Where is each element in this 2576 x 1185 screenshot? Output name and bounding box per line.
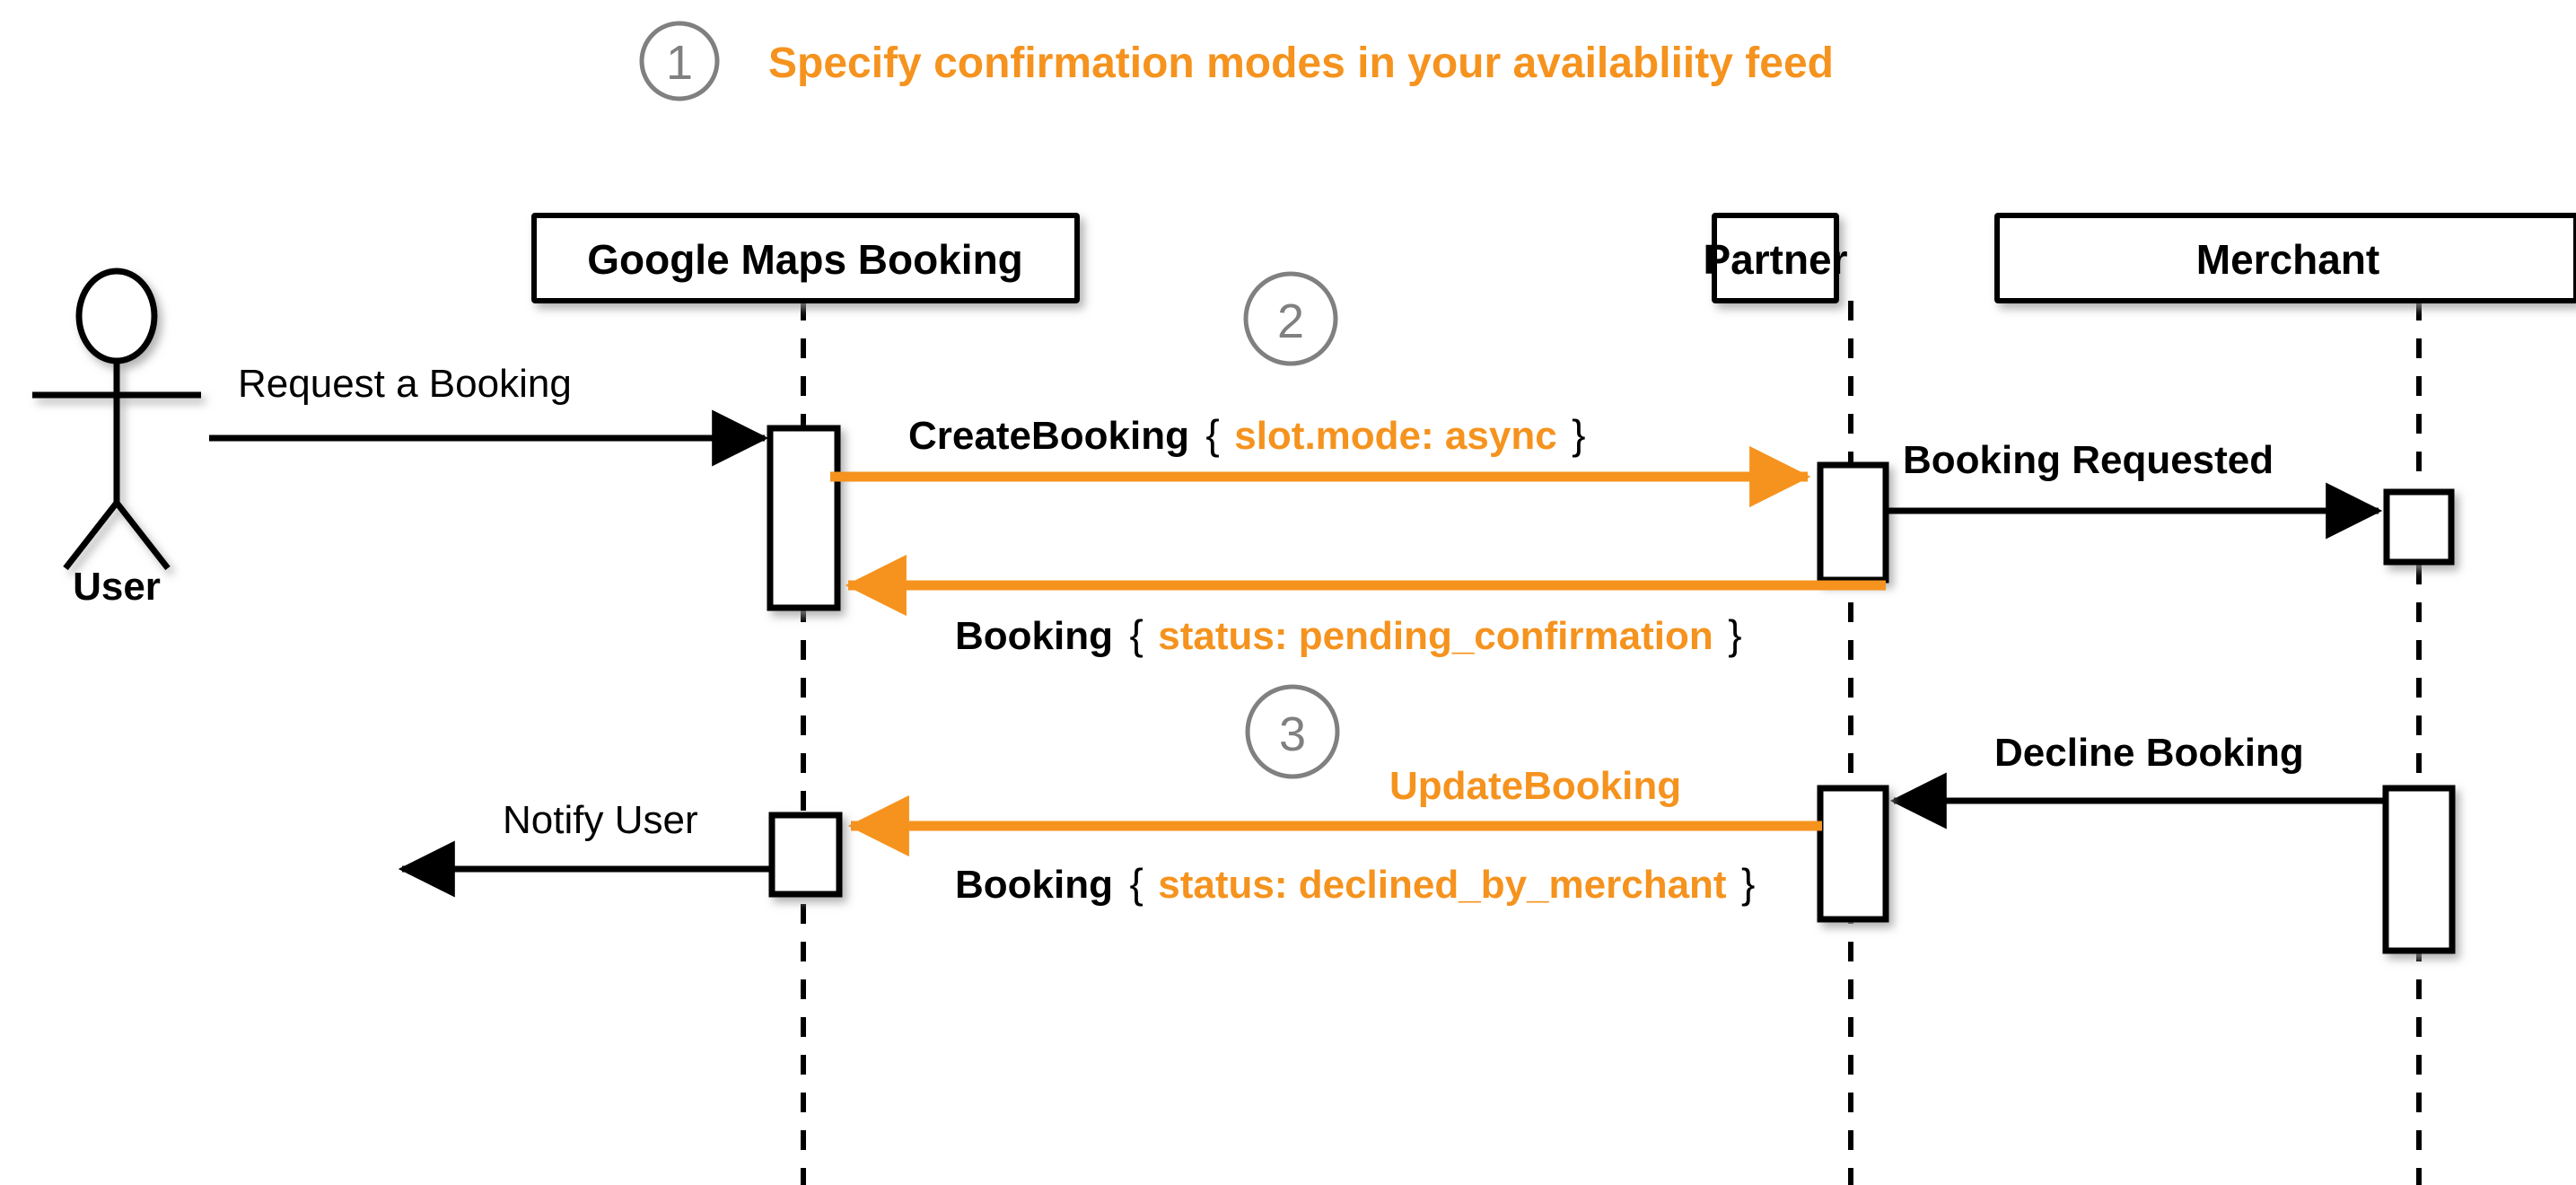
step-circle-2: [1243, 271, 1338, 366]
step-number-2: 2: [1277, 294, 1304, 348]
create-booking-brace-close: }: [1572, 411, 1585, 458]
lifeline-label-gmb: Google Maps Booking: [587, 236, 1023, 283]
step-circle-1: [639, 21, 720, 101]
actor-head-icon: [75, 268, 158, 364]
step-number-1: 1: [666, 36, 693, 90]
lifeline-header-merchant[interactable]: [1994, 213, 2576, 303]
step-number-3: 3: [1279, 707, 1306, 761]
lifeline-label-merchant: Merchant: [2196, 236, 2379, 283]
booking-declined-brace-close: }: [1741, 860, 1755, 907]
actor-user: User: [32, 268, 201, 609]
create-booking-name: CreateBooking: [908, 414, 1189, 458]
activation-box-partner-1: [1817, 461, 1889, 584]
lifeline-label-partner: Partner: [1703, 236, 1847, 283]
activation-merchant-1: [2383, 488, 2455, 566]
svg-text:Booking { stat: Booking { status: declined_by_merchant }: [955, 860, 1755, 907]
step-marker-1: 1: [639, 21, 720, 101]
create-booking-brace-open: {: [1205, 411, 1219, 458]
activation-gmb-2: [768, 812, 843, 898]
booking-declined-brace-open: {: [1129, 860, 1143, 907]
activation-box-merchant-2: [2382, 785, 2456, 954]
create-booking-params: slot.mode: async: [1234, 414, 1556, 458]
message-label-booking-pending: Booking { status: pending_confirmation }: [955, 611, 1742, 658]
lifeline-box-gmb: [531, 213, 1080, 303]
booking-pending-brace-close: }: [1728, 611, 1741, 658]
message-label-decline-booking: Decline Booking: [1994, 731, 2304, 775]
lifeline-box-partner: [1712, 213, 1839, 303]
step-marker-2: 2: [1243, 271, 1338, 366]
booking-pending-params: status: pending_confirmation: [1158, 614, 1713, 658]
activation-box-gmb-1: [767, 425, 841, 611]
message-label-create-booking: CreateBooking { slot.mode: async }: [908, 411, 1586, 458]
actor-leg-right: [114, 500, 171, 571]
activation-box-merchant-1: [2383, 488, 2455, 566]
booking-declined-params: status: declined_by_merchant: [1158, 863, 1727, 907]
message-label-notify-user: Notify User: [503, 798, 698, 842]
message-label-booking-declined: Booking { status: declined_by_merchant }: [955, 860, 1755, 907]
svg-text:CreateBooking {: CreateBooking { slot.mode: async }: [908, 411, 1586, 458]
activation-box-partner-2: [1817, 785, 1889, 923]
step-marker-3: 3: [1245, 684, 1340, 779]
actor-label-user: User: [73, 565, 161, 609]
lifeline-box-merchant: [1994, 213, 2576, 303]
step-circle-3: [1245, 684, 1340, 779]
activation-gmb-1: [767, 425, 841, 611]
activation-partner-2: [1817, 785, 1889, 923]
lifeline-header-partner[interactable]: [1712, 213, 1839, 303]
actor-leg-left: [63, 500, 119, 571]
booking-pending-name: Booking: [955, 614, 1113, 658]
page-title: Specify confirmation modes in your avail…: [768, 40, 1834, 87]
activation-partner-1: [1817, 461, 1889, 584]
message-label-update-booking: UpdateBooking: [1389, 764, 1681, 808]
activation-merchant-2: [2382, 785, 2456, 954]
lifeline-header-gmb[interactable]: [531, 213, 1080, 303]
activation-box-gmb-2: [768, 812, 843, 898]
message-label-booking-requested: Booking Requested: [1903, 438, 2274, 482]
message-label-request-a-booking: Request a Booking: [238, 362, 572, 406]
booking-pending-brace-open: {: [1129, 611, 1143, 658]
svg-text:Booking { stat: Booking { status: pending_confirmation }: [955, 611, 1742, 658]
booking-declined-name: Booking: [955, 863, 1113, 907]
